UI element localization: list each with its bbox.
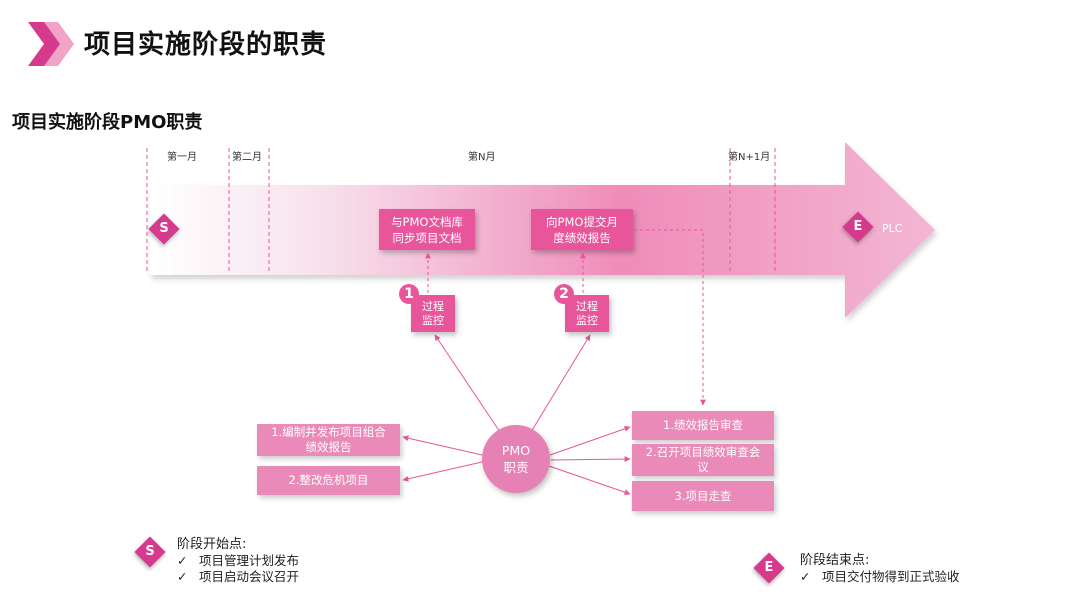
report-to-review-line [634,229,706,406]
legend-end-item-1: ✓ 项目交付物得到正式验收 [800,566,960,585]
start-marker-label: S [159,221,169,236]
monthly-report-box: 向PMO提交月 度绩效报告 [531,209,633,250]
month-label-n: 第N月 [468,152,496,163]
section-title: 项目实施阶段PMO职责 [12,112,203,133]
month-label-n1: 第N+1月 [728,152,771,163]
right-duty-1-text: 1.绩效报告审查 [663,418,743,432]
month-label-1: 第一月 [167,152,197,163]
right-duty-3-text: 3.项目走查 [674,488,732,503]
left-duty-2-text: 2.整改危机项目 [288,473,369,487]
legend-end-marker: E [764,560,774,575]
pmo-to-process1-line [434,334,501,433]
legend-start-item-2: ✓ 项目启动会议召开 [177,566,299,585]
left-duty-2: 2.整改危机项目 [257,466,400,495]
pmo-to-right1-line [549,425,631,456]
pmo-duties-label: PMO 职责 [501,443,531,475]
process-number-2: 2 [554,284,574,304]
monthly-report-text: 向PMO提交月 度绩效报告 [546,214,618,245]
legend-start-item-1-text: 项目管理计划发布 [199,553,300,568]
header-chevron-icon [28,22,74,66]
pmo-to-right3-line [548,465,631,496]
page-title: 项目实施阶段的职责 [84,30,328,60]
pmo-to-right2-line [550,456,631,463]
left-duty-1-text: 1.编制并发布项目组合 绩效报告 [271,425,386,454]
legend-start-title: 阶段开始点: [177,537,247,552]
left-duty-1: 1.编制并发布项目组合 绩效报告 [257,424,400,456]
plc-label: PLC [882,222,903,235]
legend-start-item-1: ✓ 项目管理计划发布 [177,550,299,569]
legend-start-marker: S [145,544,155,559]
legend-start-item-2-text: 项目启动会议召开 [199,569,300,584]
process-box-2: 过程 监控 [565,295,609,332]
process-box-1-text: 过程 监控 [422,299,444,327]
check-icon: ✓ [177,569,188,584]
end-marker-label: E [853,219,863,234]
month-label-2: 第二月 [232,152,262,163]
pmo-to-process2-line [530,334,591,433]
right-duty-2-text: 2.召开项目绩效审查会 议 [645,445,761,474]
sync-docs-box: 与PMO文档库 同步项目文档 [379,209,475,250]
sync-docs-text: 与PMO文档库 同步项目文档 [391,214,463,245]
pmo-to-left2-line [402,461,483,482]
check-icon: ✓ [800,569,811,584]
legend-end-item-1-text: 项目交付物得到正式验收 [822,569,960,584]
legend-end-title: 阶段结束点: [800,553,870,568]
check-icon: ✓ [177,553,188,568]
pmo-to-left1-line [402,435,483,456]
process-number-1: 1 [399,284,419,304]
right-duty-3: 3.项目走查 [632,481,774,511]
right-duty-2: 2.召开项目绩效审查会 议 [632,444,774,476]
process-box-1: 过程 监控 [411,295,455,332]
right-duty-1: 1.绩效报告审查 [632,411,774,440]
process-box-2-text: 过程 监控 [576,299,598,327]
pmo-duties-circle: PMO 职责 [482,425,550,493]
